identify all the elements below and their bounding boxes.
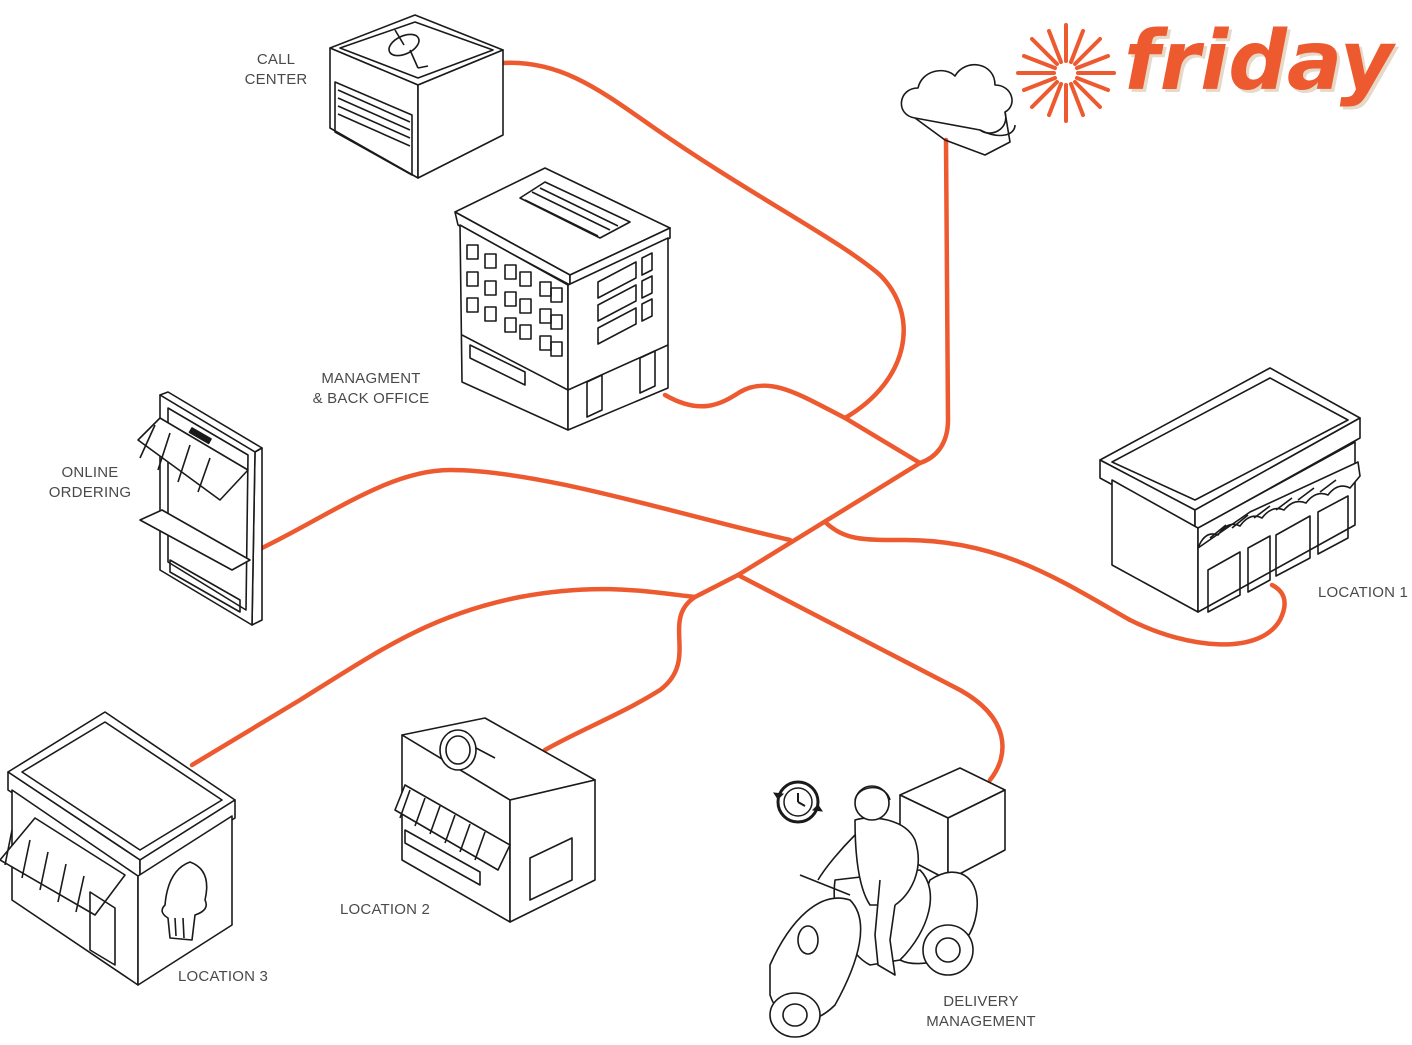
- location-3-label: LOCATION 3: [178, 967, 278, 987]
- call-center-building-icon: [329, 14, 504, 179]
- location-3-label-text: LOCATION 3: [178, 968, 269, 985]
- line-call-center: [500, 60, 906, 421]
- friday-logo-wordmark: friday friday: [1124, 14, 1397, 112]
- online-ordering-label: ONLINE ORDERING: [40, 463, 140, 503]
- cloud-icon: [900, 63, 1016, 156]
- online-ordering-label-line1: ONLINE: [61, 464, 119, 481]
- smartphone-storefront-icon: [137, 391, 263, 626]
- storefront-awning-icon: [1099, 367, 1361, 613]
- connection-lines: [189, 60, 1287, 783]
- location-2-label-text: LOCATION 2: [340, 901, 431, 918]
- cupcake-shop-icon: [0, 711, 236, 986]
- friday-logo-text: friday: [1124, 14, 1394, 109]
- friday-starburst-icon: [1016, 23, 1116, 123]
- line-delivery: [735, 572, 1005, 783]
- delivery-label-line2: MANAGEMENT: [926, 1013, 1036, 1030]
- call-center-label: CALL CENTER: [236, 50, 316, 90]
- friday-logo-shadow: friday: [1127, 17, 1397, 112]
- line-management: [662, 383, 923, 466]
- management-label-line2: & BACK OFFICE: [312, 390, 430, 407]
- line-cloud: [917, 137, 951, 466]
- online-ordering-label-line2: ORDERING: [48, 484, 132, 501]
- line-online-ordering: [259, 467, 793, 551]
- office-tower-icon: [454, 167, 671, 431]
- delivery-label: DELIVERY MANAGEMENT: [920, 992, 1042, 1032]
- location-1-label-text: LOCATION 1: [1318, 584, 1409, 601]
- scooter-courier-icon: [769, 767, 1006, 1038]
- call-center-label-line1: CALL: [256, 51, 296, 68]
- clock-refresh-icon: [772, 780, 824, 824]
- delivery-label-line1: DELIVERY: [943, 993, 1019, 1010]
- line-location-3: [189, 586, 698, 768]
- management-label: MANAGMENT & BACK OFFICE: [308, 369, 434, 409]
- line-location-2: [542, 572, 741, 753]
- shop-with-sign-icon: [394, 717, 596, 923]
- location-2-label: LOCATION 2: [340, 900, 440, 920]
- management-label-line1: MANAGMENT: [321, 370, 421, 387]
- location-1-label: LOCATION 1: [1318, 583, 1410, 603]
- call-center-label-line2: CENTER: [244, 71, 308, 88]
- line-hub-trunk: [735, 460, 923, 578]
- line-location-1: [822, 519, 1287, 647]
